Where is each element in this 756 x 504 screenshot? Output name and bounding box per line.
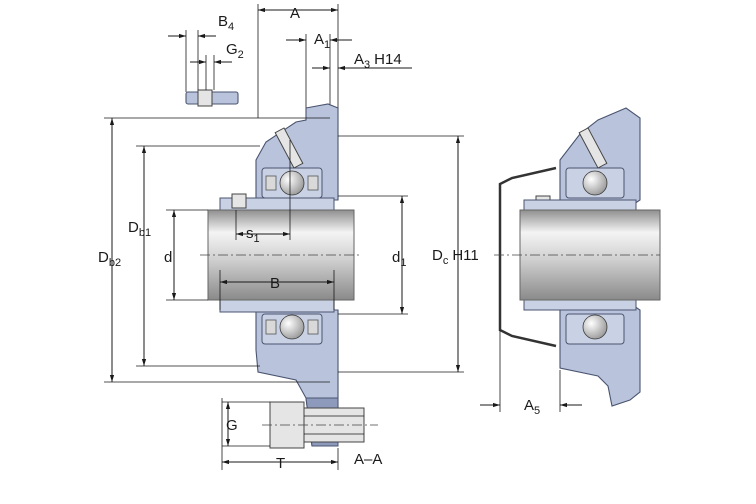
label-g: G xyxy=(226,417,238,434)
diameter-dimensions-left xyxy=(104,117,330,383)
covered-section-view xyxy=(498,107,661,407)
main-section-view xyxy=(207,103,365,449)
label-a: A xyxy=(290,5,300,22)
a5-dimension xyxy=(480,330,582,412)
width-dimensions xyxy=(219,140,335,310)
grease-fitting-detail xyxy=(168,30,239,107)
bolt-dimensions xyxy=(221,398,339,470)
label-a5: A5 xyxy=(524,397,540,417)
label-t: T xyxy=(276,455,285,472)
label-b: B xyxy=(270,275,280,292)
label-s1: s1 xyxy=(246,225,260,245)
label-g2: G2 xyxy=(226,41,244,61)
label-b4: B4 xyxy=(218,13,234,33)
label-section-aa: A–A xyxy=(354,451,382,468)
label-d1: d1 xyxy=(392,249,406,269)
label-db2: Db2 xyxy=(98,249,121,269)
label-db1: Db1 xyxy=(128,219,151,239)
top-dimension-lines xyxy=(257,4,412,118)
label-a1: A1 xyxy=(314,31,330,51)
label-d: d xyxy=(164,249,172,266)
diameter-dimensions-right xyxy=(338,135,464,373)
